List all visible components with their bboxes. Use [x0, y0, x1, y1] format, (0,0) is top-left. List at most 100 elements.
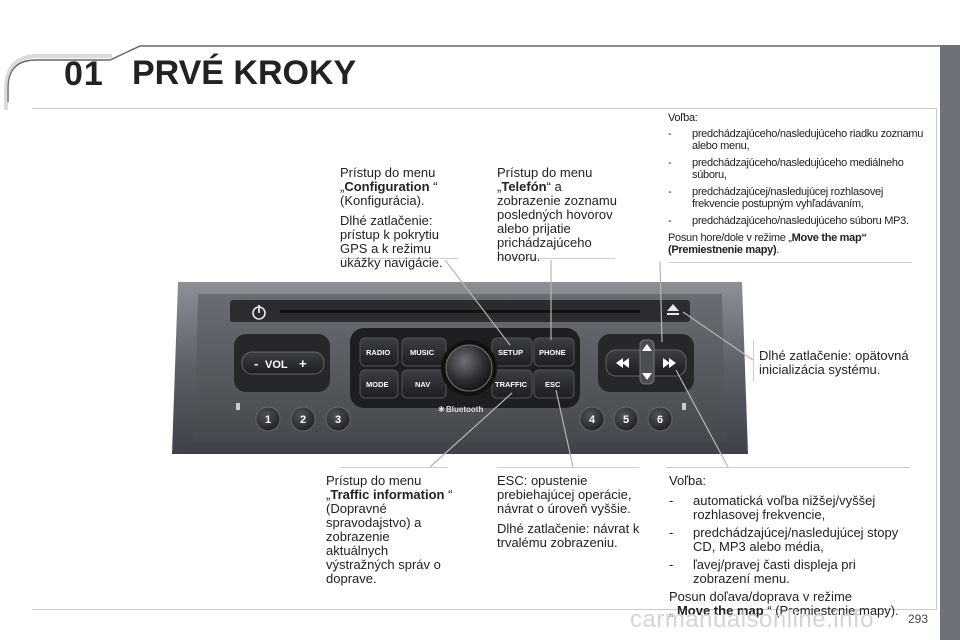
- callout-config-bold: Configuration: [344, 179, 430, 194]
- list-item: -predchádzajúceho/nasledujúceho riadku z…: [668, 128, 926, 152]
- quote-open: „: [326, 487, 331, 502]
- list-item: -predchádzajúceho/nasledujúceho súboru M…: [668, 215, 909, 227]
- content-frame: [32, 108, 937, 610]
- bluetooth-label: Bluetooth: [446, 405, 483, 414]
- list-item: -predchádzajúcej/nasledujúcej rozhlasove…: [668, 186, 926, 210]
- selection-bottom-heading: Voľba:: [669, 473, 707, 488]
- chapter-sidebar-bar: [940, 45, 960, 640]
- preset-2-button[interactable]: [290, 406, 316, 432]
- list-item-text: predchádzajúceho/nasledujúceho súboru MP…: [692, 215, 909, 227]
- list-item-text: ľavej/pravej časti displeja pri zobrazen…: [693, 557, 856, 586]
- vol-rocker[interactable]: [241, 351, 325, 375]
- preset-6-button[interactable]: [647, 406, 673, 432]
- cd-slot: [280, 310, 640, 313]
- callout-leaders: [429, 259, 754, 468]
- radio-button[interactable]: [359, 337, 399, 367]
- separator: [497, 467, 639, 468]
- chapter-number: 01: [64, 55, 104, 93]
- mode-button[interactable]: [359, 369, 399, 399]
- vol-minus[interactable]: -: [254, 356, 258, 371]
- esc-button[interactable]: [533, 369, 575, 399]
- callout-traffic-rest: (Dopravné spravodajstvo) a zobrazenie ak…: [326, 501, 441, 586]
- radio-button-label: RADIO: [366, 348, 390, 357]
- music-button-label: MUSIC: [410, 348, 435, 357]
- preset-5-button[interactable]: [613, 406, 639, 432]
- phone-button[interactable]: [533, 337, 575, 367]
- watermark: carmanualsonline.info: [630, 606, 874, 633]
- page-title: PRVÉ KROKY: [132, 54, 357, 92]
- separator: [668, 262, 912, 263]
- nav-button[interactable]: [401, 369, 447, 399]
- leader-esc: [555, 389, 574, 468]
- callout-selection-top: Voľba: -predchádzajúceho/nasledujúceho r…: [668, 112, 926, 260]
- preset-5-label: 5: [623, 414, 629, 426]
- callout-traffic: Prístup do menu „Traffic information “ (…: [326, 474, 454, 592]
- callout-traffic-bold: Traffic information: [330, 487, 445, 502]
- preset-1-label: 1: [265, 414, 271, 426]
- callout-phone-rest: zobrazenie zoznamu posledných hovorov al…: [497, 193, 617, 264]
- phone-button-label: PHONE: [539, 348, 566, 357]
- selection-top-heading: Voľba:: [668, 112, 698, 124]
- preset-4-button[interactable]: [579, 406, 605, 432]
- preset-3-label: 3: [335, 414, 341, 426]
- separator: [666, 467, 910, 468]
- selector-knob[interactable]: [445, 344, 493, 392]
- callout-phone-line1: Prístup do menu: [497, 165, 593, 180]
- nav-button-label: NAV: [415, 380, 430, 389]
- quote-open: „: [497, 179, 502, 194]
- callout-esc: ESC: opustenie prebiehajúcej operácie, n…: [497, 474, 643, 556]
- callout-config-p2: Dlhé zatlačenie: prístup k pokrytiu GPS …: [340, 213, 443, 270]
- callout-configuration: Prístup do menu „Configuration “ (Konfig…: [340, 166, 462, 276]
- callout-esc-p1: ESC: opustenie prebiehajúcej operácie, n…: [497, 473, 632, 516]
- mode-button-label: MODE: [366, 380, 389, 389]
- move-line: Posun doľava/doprava v režime: [669, 589, 853, 604]
- setup-button-label: SETUP: [498, 348, 523, 357]
- arrow-down-icon[interactable]: [642, 373, 652, 380]
- music-button[interactable]: [401, 337, 447, 367]
- callout-phone: Prístup do menu „Telefón“ a zobrazenie z…: [497, 166, 621, 270]
- list-item-text: predchádzajúcej/nasledujúcej stopy CD, M…: [693, 525, 899, 554]
- page-number: 293: [908, 612, 929, 626]
- power-icon[interactable]: [252, 305, 266, 320]
- preset-4-label: 4: [589, 414, 596, 426]
- rewind-icon[interactable]: [616, 358, 629, 368]
- separator: [497, 258, 615, 259]
- move-bold: Move the map: [676, 603, 764, 618]
- preset-6-label: 6: [657, 414, 663, 426]
- list-item-text: automatická voľba nižšej/vyššej rozhlaso…: [693, 493, 876, 522]
- callout-selection-bottom: Voľba: -automatická voľba nižšej/vyššej …: [669, 474, 915, 618]
- quote-open: „: [340, 179, 345, 194]
- screw-mark: [236, 403, 240, 410]
- bluetooth-icon: ✱: [438, 405, 445, 414]
- separator: [340, 258, 458, 259]
- preset-2-label: 2: [300, 414, 306, 426]
- list-item: -ľavej/pravej časti displeja pri zobraze…: [669, 558, 915, 586]
- separator-vertical: [753, 340, 754, 382]
- traffic-button[interactable]: [491, 369, 533, 399]
- move-prefix: „: [669, 603, 677, 618]
- callout-config-line1: Prístup do menu: [340, 165, 436, 180]
- list-item-text: predchádzajúceho/nasledujúceho mediálneh…: [692, 157, 904, 181]
- list-item: -predchádzajúceho/nasledujúceho mediálne…: [668, 157, 926, 181]
- quote-close: “: [448, 487, 453, 502]
- move-prefix: Posun hore/dole v režime „: [668, 232, 792, 244]
- quote-close: “ a: [546, 179, 562, 194]
- arrow-up-icon[interactable]: [642, 344, 652, 351]
- preset-3-button[interactable]: [325, 406, 351, 432]
- list-item-text: predchádzajúcej/nasledujúcej rozhlasovej…: [692, 186, 884, 210]
- vol-plus[interactable]: +: [299, 356, 307, 371]
- setup-button[interactable]: [491, 337, 533, 367]
- vol-label: VOL: [265, 359, 288, 371]
- preset-1-button[interactable]: [255, 406, 281, 432]
- callout-traffic-line1: Prístup do menu: [326, 473, 422, 488]
- move-bold: Move the map“ (Premiestnenie mapy): [668, 232, 867, 256]
- leader-setup: [444, 259, 511, 346]
- fast-forward-icon[interactable]: [663, 358, 676, 368]
- eject-icon[interactable]: [667, 304, 679, 315]
- chapter-header-tab: [4, 45, 940, 110]
- leader-traffic: [429, 392, 513, 468]
- list-item: -automatická voľba nižšej/vyššej rozhlas…: [669, 494, 915, 522]
- esc-button-label: ESC: [545, 380, 561, 389]
- move-suffix: .: [776, 244, 780, 256]
- callout-config-line3: (Konfigurácia).: [340, 193, 425, 208]
